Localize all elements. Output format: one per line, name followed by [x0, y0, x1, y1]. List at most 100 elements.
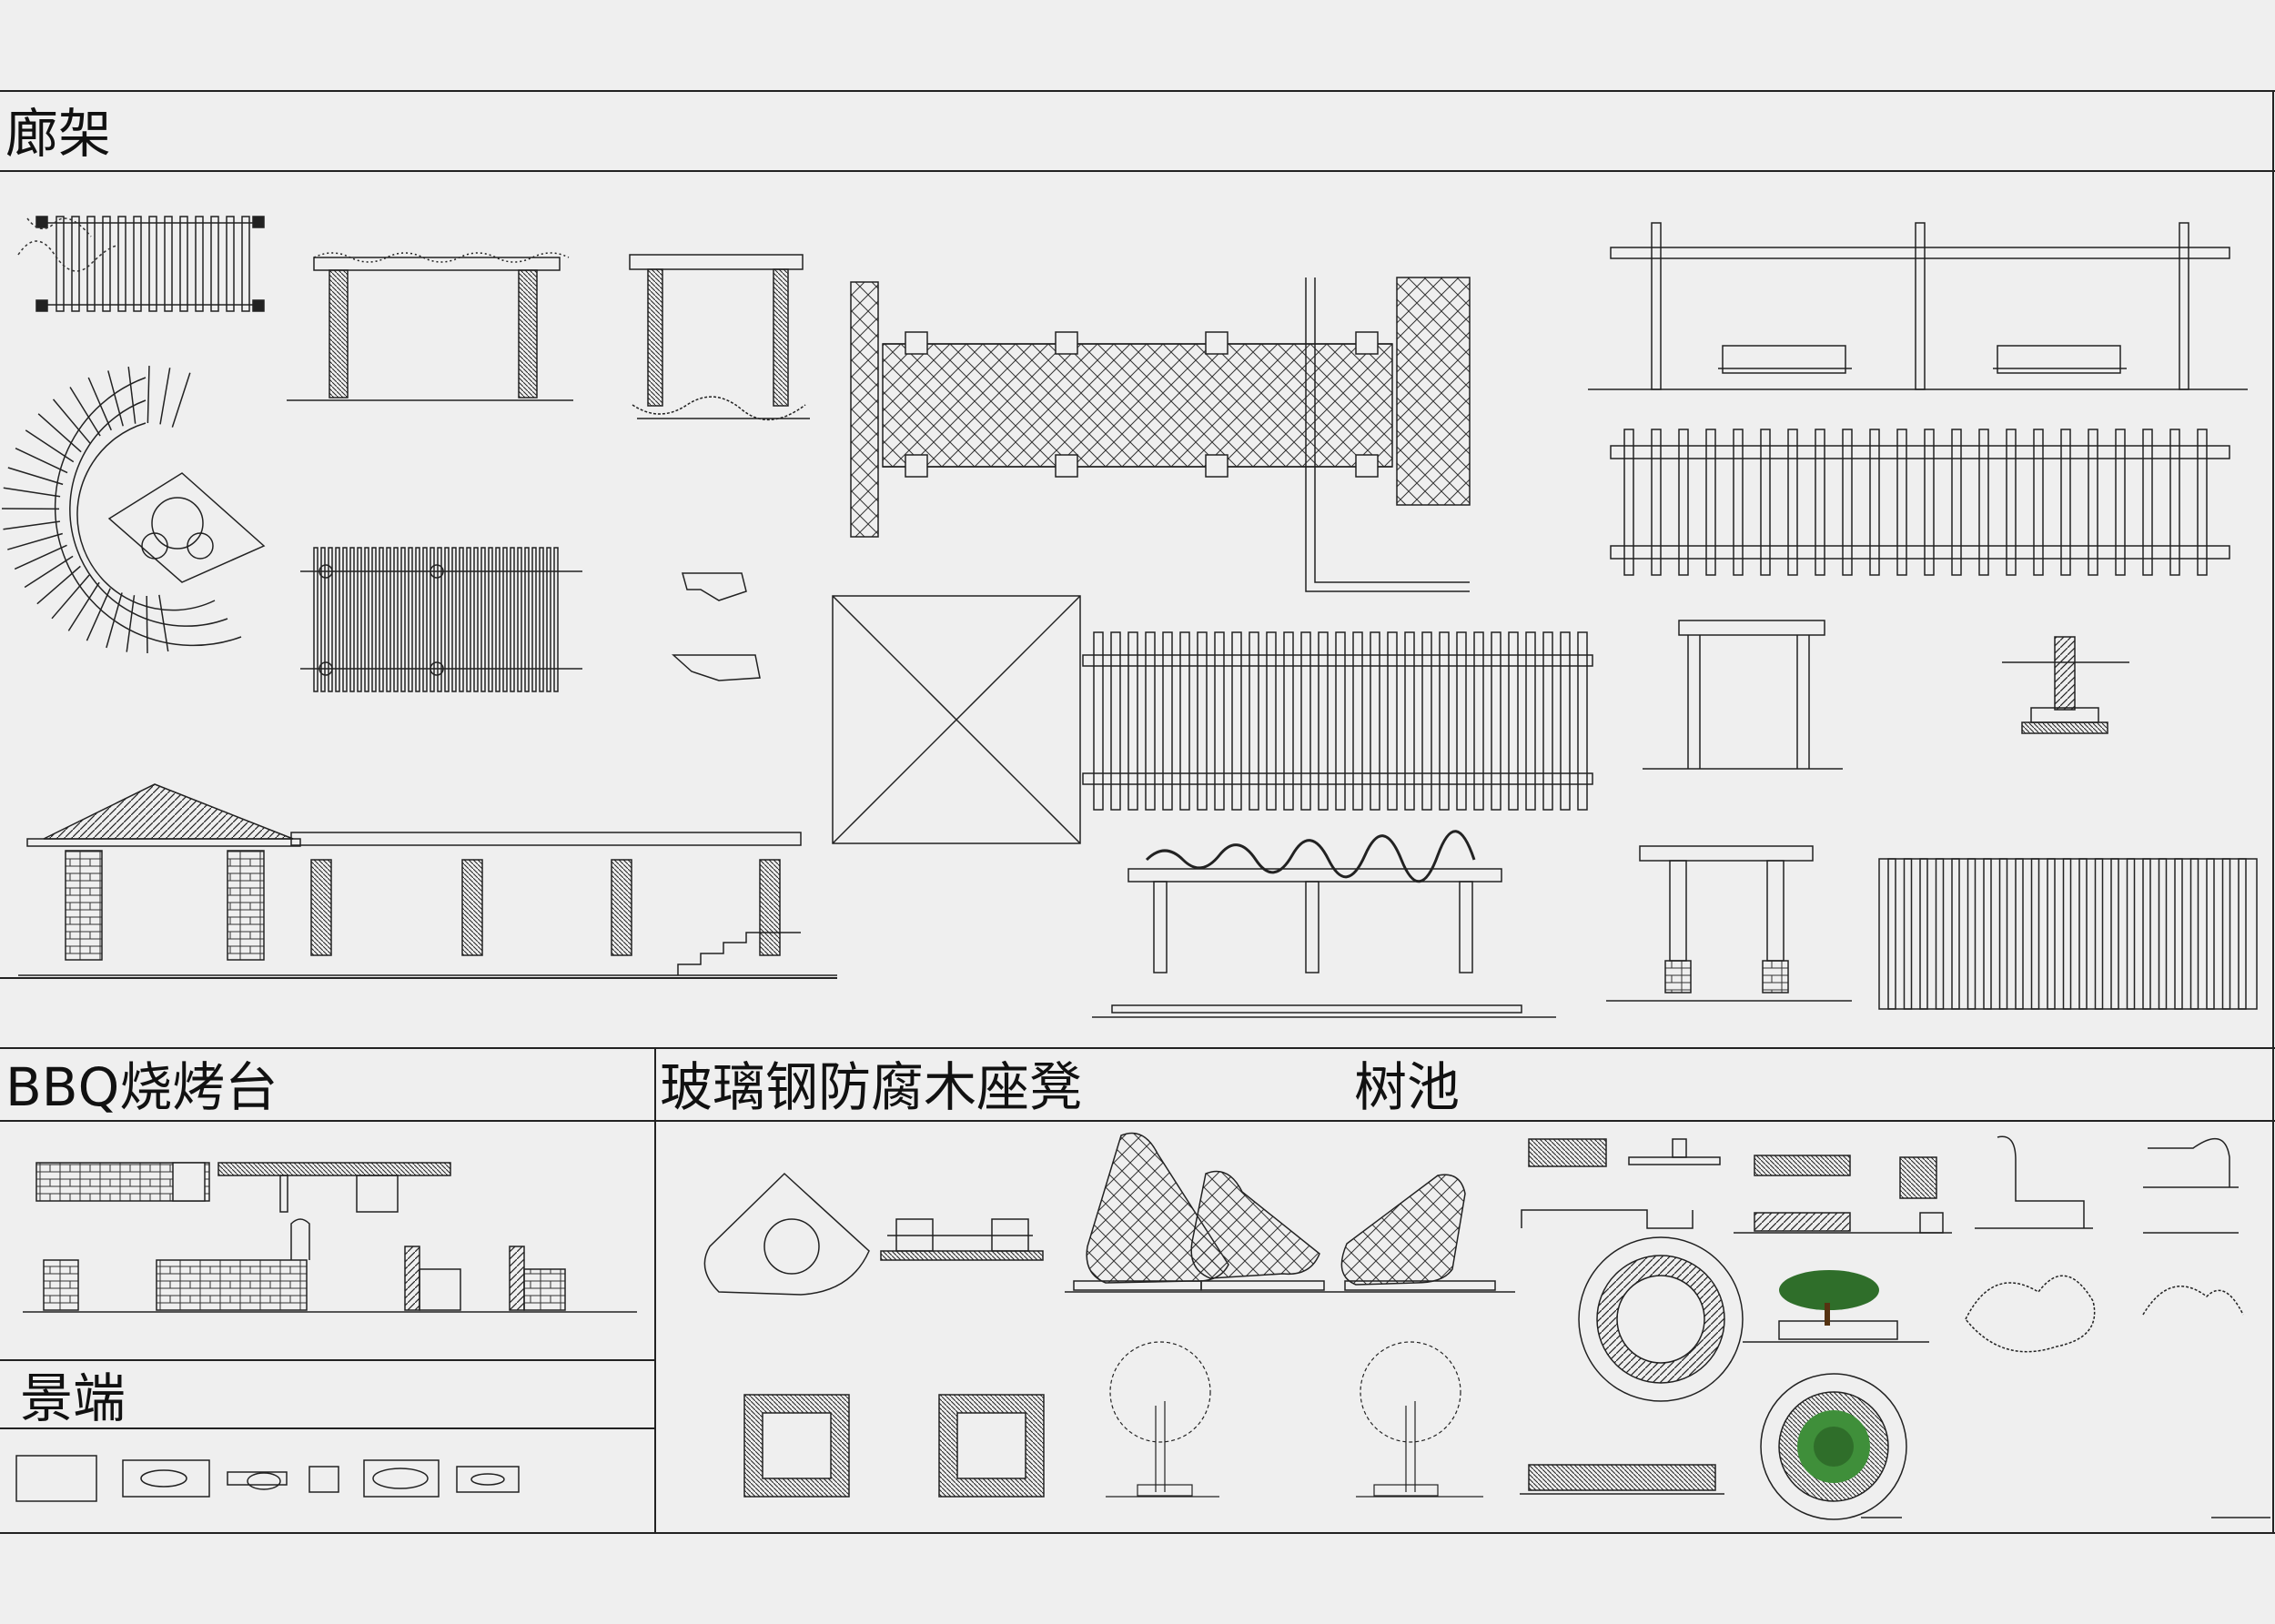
vine-pergola-elevation: [1092, 830, 1556, 1018]
slat: [1951, 429, 1962, 576]
pergola-elevation-2: [629, 254, 810, 420]
slat: [148, 216, 157, 312]
arc-slat: [147, 366, 150, 424]
arc-slat: [107, 370, 124, 427]
slat: [1370, 631, 1380, 811]
slat: [400, 547, 406, 692]
section-title-landscape-end: 景端: [20, 1367, 126, 1429]
arc-slat: [52, 398, 91, 444]
beam-profile-details: [672, 572, 761, 681]
slat: [2189, 858, 2199, 1010]
slat: [1421, 631, 1432, 811]
slat: [342, 547, 348, 692]
slat: [1491, 631, 1502, 811]
arc-slat: [159, 368, 171, 425]
slat: [164, 216, 173, 312]
slat: [531, 547, 537, 692]
tree-pool-details: [1520, 1135, 2270, 1520]
slat: [2047, 858, 2056, 1010]
arc-slat: [15, 448, 68, 474]
tree-canopy-green: [1779, 1270, 1879, 1483]
arc-slat: [171, 372, 191, 428]
slat: [226, 216, 235, 312]
slat: [437, 547, 442, 692]
slat: [1266, 631, 1277, 811]
slat: [451, 547, 457, 692]
slat: [1951, 858, 1960, 1010]
slat: [2015, 858, 2024, 1010]
pergola-elevation-1: [287, 252, 573, 401]
landscape-end-icons: [15, 1455, 520, 1502]
slat: [459, 547, 464, 692]
slat: [1705, 429, 1716, 576]
slat: [393, 547, 399, 692]
arc-slat: [24, 555, 74, 589]
slat: [1887, 858, 1896, 1010]
slat: [495, 547, 500, 692]
arc-slat: [67, 581, 100, 631]
slat: [1678, 429, 1689, 576]
slat: [117, 216, 126, 312]
slat: [2142, 429, 2153, 576]
slat: [546, 547, 551, 692]
slat: [2030, 858, 2040, 1010]
lattice-plan: [850, 277, 1471, 592]
slat: [1335, 631, 1346, 811]
arc-slat: [14, 544, 67, 570]
slat: [1998, 858, 2008, 1010]
slat: [313, 547, 318, 692]
slat: [1127, 631, 1138, 811]
slat: [2158, 858, 2168, 1010]
slat: [241, 216, 250, 312]
slat: [1179, 631, 1190, 811]
arc-slat: [3, 520, 61, 530]
slat: [2238, 858, 2247, 1010]
pergola-dense-plan: [300, 547, 582, 692]
slat: [357, 547, 362, 692]
slat: [1456, 631, 1467, 811]
slat: [488, 547, 493, 692]
pergola-portal-section: [1643, 620, 1843, 770]
slat: [210, 216, 219, 312]
slat: [1404, 631, 1415, 811]
footing-detail: [2002, 636, 2129, 734]
slat: [1300, 631, 1311, 811]
slat: [1623, 429, 1634, 576]
slat: [349, 547, 355, 692]
arc-slat: [158, 594, 169, 652]
bench-drawings: [703, 1132, 1515, 1296]
slat-plan-bottom-right: [1878, 858, 2258, 1010]
slat: [1525, 631, 1536, 811]
slat: [2088, 429, 2098, 576]
slat: [553, 547, 559, 692]
slat: [102, 216, 111, 312]
slat: [1903, 858, 1913, 1010]
slat: [415, 547, 420, 692]
slat-plan-center: [1082, 631, 1593, 811]
slat: [2033, 429, 2044, 576]
slat: [56, 216, 65, 312]
slat: [2142, 858, 2151, 1010]
slat: [1560, 631, 1571, 811]
slat: [133, 216, 142, 312]
slat: [1249, 631, 1259, 811]
slat: [1145, 631, 1156, 811]
pergola-plan-small: [17, 216, 265, 312]
slat: [524, 547, 530, 692]
slat: [2078, 858, 2088, 1010]
slat: [2174, 858, 2183, 1010]
arc-slat: [51, 574, 90, 620]
slat: [371, 547, 377, 692]
slat: [466, 547, 471, 692]
slat: [335, 547, 340, 692]
slat: [1983, 858, 1992, 1010]
pergola-slat-plan-right: [1610, 429, 2230, 576]
slat: [1896, 429, 1907, 576]
slat: [1577, 631, 1588, 811]
slat: [422, 547, 428, 692]
arc-slat: [127, 367, 136, 424]
slat: [1869, 429, 1880, 576]
arc-slat: [87, 377, 112, 431]
slat: [2169, 429, 2180, 576]
